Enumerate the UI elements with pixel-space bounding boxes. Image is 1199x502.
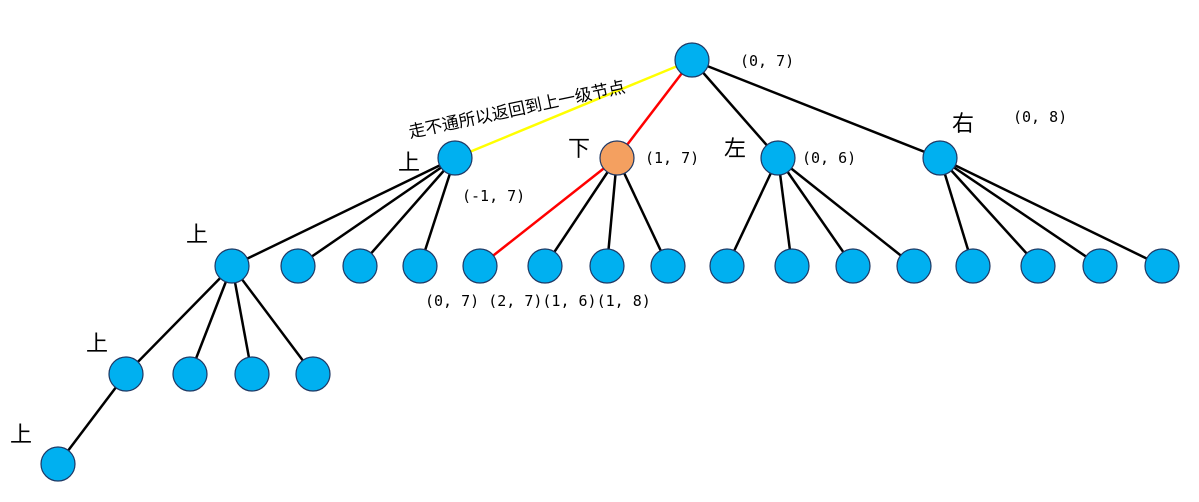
tree-node-b4 xyxy=(650,248,686,284)
coord-root: (0, 7) xyxy=(740,52,794,70)
edge-n_down-b3 xyxy=(605,157,619,267)
tree-node-e2 xyxy=(172,356,208,392)
tree-node-e4 xyxy=(295,356,331,392)
edge-n_left-c1 xyxy=(725,157,780,267)
edge-n_down-b2 xyxy=(543,157,619,267)
dir-label-up-1: 上 xyxy=(398,151,420,176)
edge-n_up-a4 xyxy=(418,157,457,267)
edge-n_right-d2 xyxy=(939,157,1039,267)
tree-node-d4 xyxy=(1144,248,1180,284)
edge-n_right-d4 xyxy=(939,156,1163,268)
tree-node-a2 xyxy=(280,248,316,284)
dir-label-left: 左 xyxy=(724,137,746,162)
edge-n_down-b4 xyxy=(615,157,670,267)
tree-node-b1 xyxy=(462,248,498,284)
edge-root-n_up xyxy=(454,58,693,160)
tree-node-d2 xyxy=(1020,248,1056,284)
coord-left: (0, 6) xyxy=(802,149,856,167)
dir-label-up-4: 上 xyxy=(10,423,32,448)
tree-node-c1 xyxy=(709,248,745,284)
tree-node-n_left xyxy=(760,140,796,176)
tree-node-n_right xyxy=(922,140,958,176)
edge-root-n_right xyxy=(691,58,941,160)
edge-n_right-d3 xyxy=(939,156,1101,268)
edge-n_right-d1 xyxy=(938,157,975,267)
edge-a1-e1 xyxy=(125,265,233,375)
dir-label-up-2: 上 xyxy=(186,223,208,248)
edge-a1-e2 xyxy=(188,265,234,375)
coord-right: (0, 8) xyxy=(1013,108,1067,126)
edge-n_up-a3 xyxy=(359,157,456,267)
tree-node-d3 xyxy=(1082,248,1118,284)
tree-node-n_up xyxy=(437,140,473,176)
dir-label-right: 右 xyxy=(952,112,974,137)
tree-node-e1 xyxy=(108,356,144,392)
tree-node-c4 xyxy=(896,248,932,284)
tree-node-b3 xyxy=(589,248,625,284)
tree-node-n_down xyxy=(599,140,635,176)
edge-root-n_down xyxy=(616,59,693,159)
tree-node-e3 xyxy=(234,356,270,392)
tree-node-f1 xyxy=(40,446,76,482)
tree-edges xyxy=(57,58,1163,465)
tree-node-a1 xyxy=(214,248,250,284)
tree-node-c3 xyxy=(835,248,871,284)
dir-label-down: 下 xyxy=(568,137,590,162)
edge-n_down-b1 xyxy=(479,157,618,267)
tree-node-a3 xyxy=(342,248,378,284)
edge-n_left-c4 xyxy=(777,157,915,267)
edge-n_up-a2 xyxy=(297,156,456,268)
tree-nodes xyxy=(40,42,1180,482)
tree-node-c2 xyxy=(774,248,810,284)
dir-label-up-3: 上 xyxy=(86,332,108,357)
edge-e1-f1 xyxy=(57,373,127,465)
edge-root-n_left xyxy=(691,59,779,159)
edge-n_left-c3 xyxy=(776,157,855,267)
coord-current: (1, 7) xyxy=(645,149,699,167)
tree-node-a4 xyxy=(402,248,438,284)
coord-up: (-1, 7) xyxy=(462,187,525,205)
tree-node-d1 xyxy=(955,248,991,284)
edge-a1-e3 xyxy=(230,265,254,375)
edge-n_left-c2 xyxy=(776,157,794,267)
tree-node-root xyxy=(674,42,710,78)
edge-n_up-a1 xyxy=(231,156,456,268)
tree-node-b2 xyxy=(527,248,563,284)
coord-children: (0, 7) (2, 7)(1, 6)(1, 8) xyxy=(425,292,651,310)
edge-a1-e4 xyxy=(231,265,314,375)
